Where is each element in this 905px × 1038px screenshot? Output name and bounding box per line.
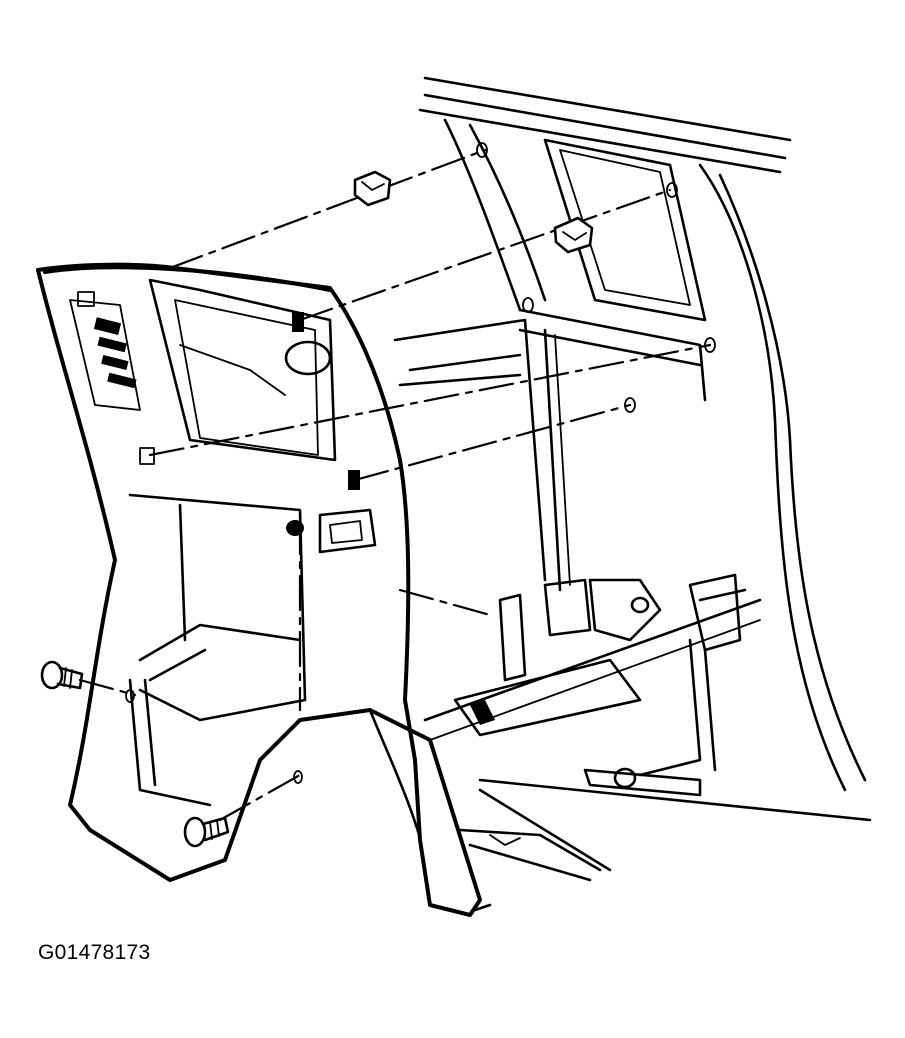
push-pin-retainer-icon bbox=[522, 297, 534, 313]
warning-label bbox=[69, 299, 141, 411]
push-pin-retainer-icon bbox=[666, 182, 678, 198]
quarter-trim-panel bbox=[36, 262, 482, 917]
push-pin-retainer-icon bbox=[624, 397, 636, 413]
push-pin-retainer-icon bbox=[704, 337, 716, 353]
vehicle-body bbox=[368, 76, 872, 912]
push-pin-retainer-icon bbox=[293, 770, 303, 784]
figure-id: G01478173 bbox=[38, 941, 151, 964]
trim-clip-icon bbox=[553, 216, 594, 254]
push-pin-retainer-icon bbox=[125, 689, 135, 703]
trim-clip-icon bbox=[353, 170, 392, 207]
alignment-lines bbox=[78, 148, 712, 822]
push-pin-retainer-icon bbox=[476, 142, 488, 158]
screw-icon bbox=[40, 660, 84, 690]
screw-icon bbox=[183, 816, 230, 848]
